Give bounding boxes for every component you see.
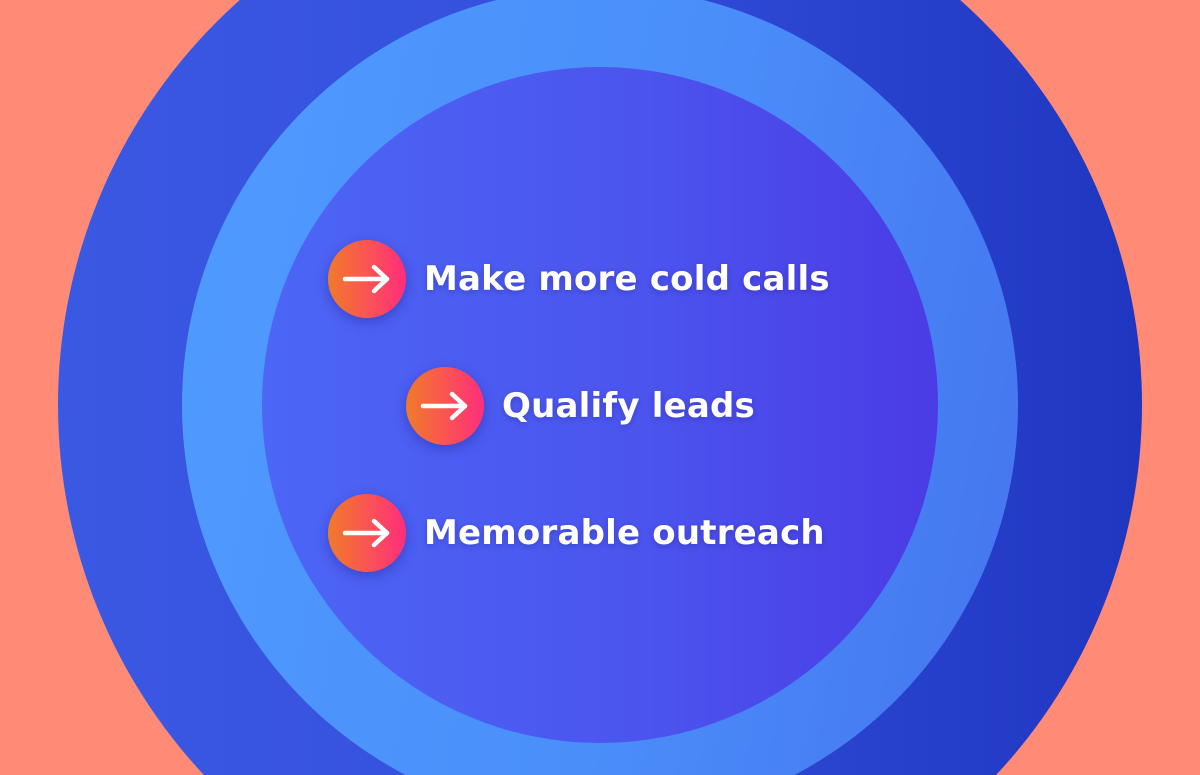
item-label: Make more cold calls — [424, 259, 830, 299]
list-item-make-more-cold-calls: Make more cold calls — [328, 240, 830, 318]
arrow-badge — [328, 240, 406, 318]
list-item-qualify-leads: Qualify leads — [406, 367, 755, 445]
item-label: Memorable outreach — [424, 513, 825, 553]
item-label: Qualify leads — [502, 386, 755, 426]
arrow-right-icon — [342, 518, 390, 548]
arrow-badge — [406, 367, 484, 445]
arrow-badge — [328, 494, 406, 572]
list-item-memorable-outreach: Memorable outreach — [328, 494, 825, 572]
arrow-right-icon — [420, 391, 468, 421]
inner-circle — [262, 67, 938, 743]
arrow-right-icon — [342, 264, 390, 294]
